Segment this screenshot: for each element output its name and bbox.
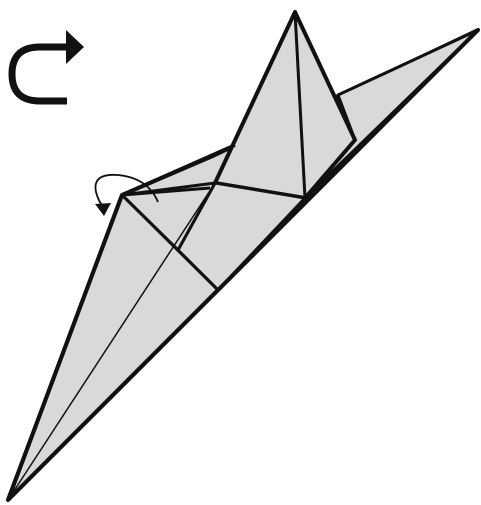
top-edge xyxy=(121,143,236,197)
turn-over-icon xyxy=(8,30,84,105)
lower-edge xyxy=(6,28,480,502)
left-edge xyxy=(6,194,124,501)
left-inner-crease xyxy=(120,193,220,292)
left-top-edge xyxy=(121,186,211,197)
upper-point-crease xyxy=(293,11,307,199)
fold-behind-arrow-icon xyxy=(94,173,159,216)
center-crease xyxy=(7,182,216,501)
paper-model xyxy=(6,10,480,502)
